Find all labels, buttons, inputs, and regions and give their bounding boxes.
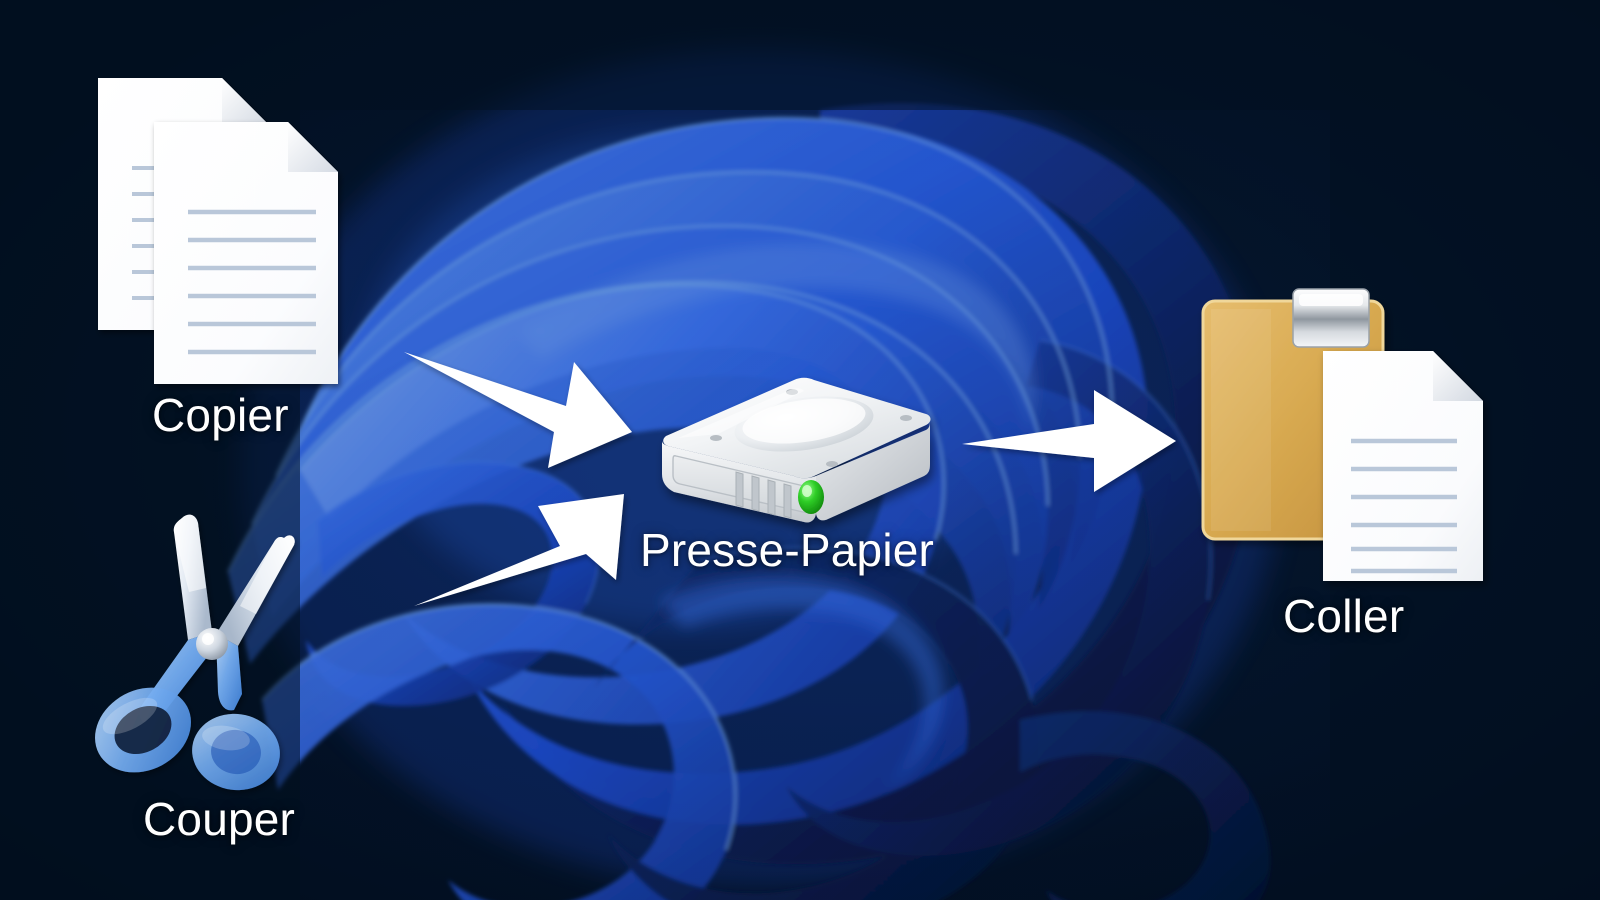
- clipboard-document: [1323, 351, 1483, 581]
- clipboard-with-document-icon[interactable]: [1195, 283, 1495, 595]
- scissors-handle-right: [192, 713, 280, 791]
- scissors-handle-left: [95, 687, 191, 773]
- hard-drive-icon[interactable]: [618, 372, 943, 532]
- label-coller: Coller: [1283, 590, 1405, 642]
- label-presse-papier: Presse-Papier: [640, 524, 935, 576]
- drive-right-face: [816, 422, 930, 521]
- document-front: [154, 122, 338, 384]
- arrow-right-icon: [962, 386, 1177, 496]
- scissors-pivot: [196, 628, 228, 660]
- arrow-up-right-icon: [410, 484, 640, 609]
- arrow-down-right-icon: [398, 336, 638, 476]
- scissors-icon[interactable]: [88, 480, 318, 791]
- two-documents-icon[interactable]: [92, 72, 358, 392]
- drive-led-green: [798, 480, 824, 514]
- clipboard-clip: [1292, 288, 1370, 348]
- drive-vents: [735, 471, 792, 519]
- label-couper: Couper: [143, 793, 296, 845]
- label-copier: Copier: [152, 389, 289, 441]
